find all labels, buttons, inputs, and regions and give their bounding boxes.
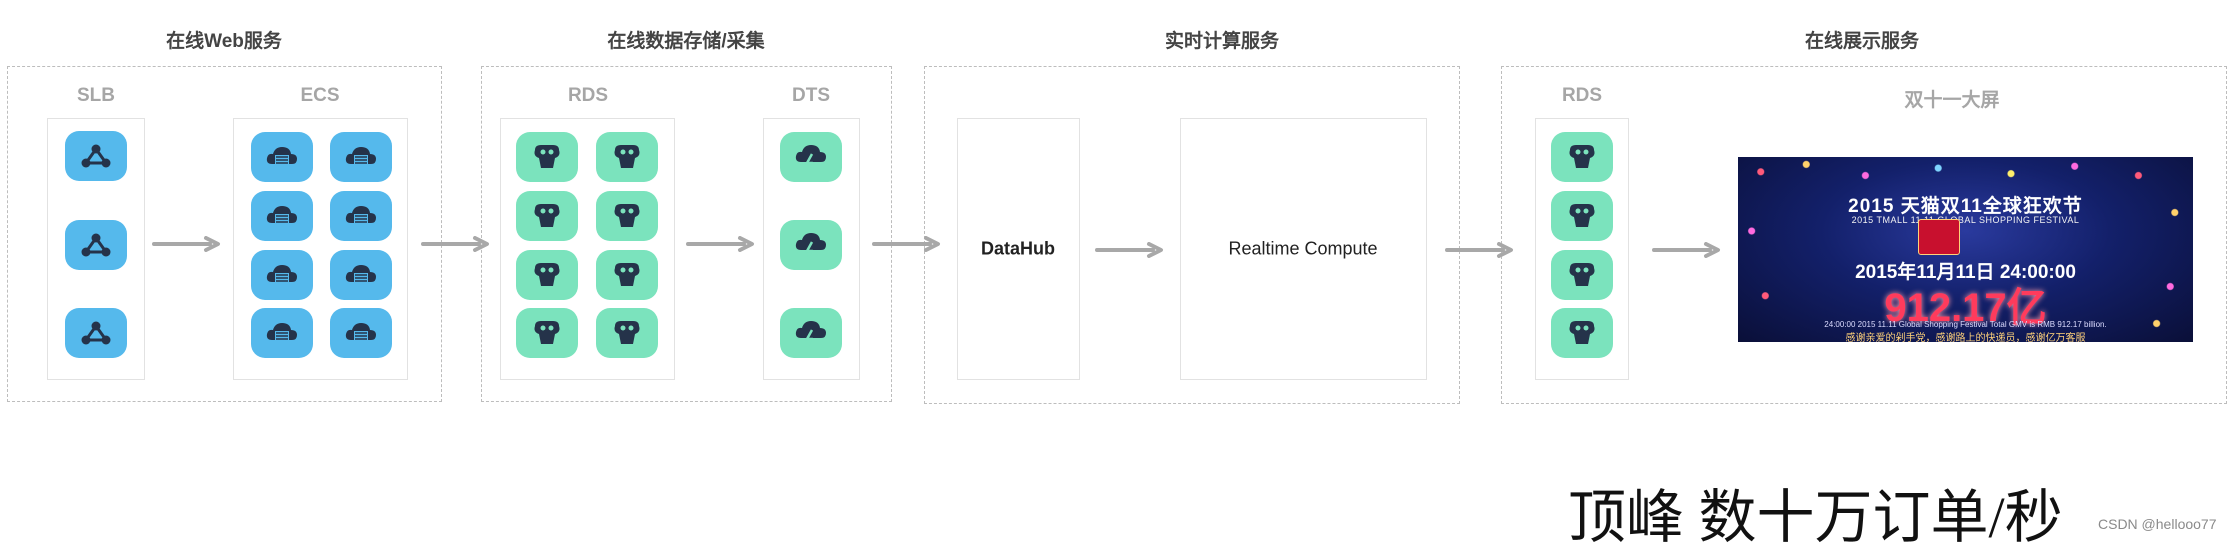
section-title-web: 在线Web服务 [166,31,282,52]
cloud-server-icon [330,308,392,358]
arrow-icon [686,236,756,252]
column-label-rds-storage: RDS [567,85,609,106]
load-balancer-icon [65,131,127,181]
column-label-slb: SLB [77,85,115,106]
section-title-storage: 在线数据存储/采集 [607,31,765,52]
cloud-server-icon [251,308,313,358]
database-icon [596,191,658,241]
arrow-icon [421,236,491,252]
arrow-icon [1652,242,1722,258]
load-balancer-icon [65,220,127,270]
database-icon [516,191,578,241]
database-icon [596,132,658,182]
cloud-server-icon [330,250,392,300]
cloud-server-icon [330,191,392,241]
load-balancer-icon [65,308,127,358]
arrow-icon [152,236,222,252]
screen-subtitle: 2015 TMALL 11.11 GLOBAL SHOPPING FESTIVA… [1851,215,2080,225]
screen-date: 2015年11月11日 24:00:00 [1855,262,2076,283]
realtime-compute-panel [1180,118,1427,380]
festival-logo-icon [1918,219,1960,255]
section-display [1501,66,2227,404]
database-icon [516,132,578,182]
section-web [7,66,442,402]
cloud-transfer-icon [780,220,842,270]
column-label-dts: DTS [792,85,830,106]
cloud-server-icon [251,250,313,300]
realtime-compute-label: Realtime Compute [1228,238,1378,259]
cloud-server-icon [251,132,313,182]
database-icon [1551,250,1613,300]
arrow-icon [872,236,942,252]
cloud-server-icon [251,191,313,241]
database-icon [596,250,658,300]
screen-gmv-line: 24:00:00 2015 11.11 Global Shopping Fest… [1824,320,2107,329]
screen-thanks-line: 感谢亲爱的剁手党，感谢路上的快递员，感谢亿万客服 [1845,333,2086,342]
arrow-icon [1445,242,1515,258]
watermark: CSDN @hellooo77 [2098,516,2217,532]
screen-amount: 912.17亿 [1884,286,2047,330]
caption: 顶峰 数十万订单/秒 [1568,485,2063,550]
database-icon [1551,308,1613,358]
cloud-transfer-icon [780,132,842,182]
column-label-big-screen: 双十一大屏 [1904,90,2000,111]
datahub-label: DataHub [980,238,1056,259]
database-icon [1551,191,1613,241]
stage-lights [1738,157,2193,342]
section-compute [924,66,1460,404]
section-title-compute: 实时计算服务 [1164,31,1280,52]
arrow-icon [1095,242,1165,258]
database-icon [516,308,578,358]
database-icon [596,308,658,358]
column-label-rds-display: RDS [1561,85,1603,106]
database-icon [516,250,578,300]
section-title-display: 在线展示服务 [1804,31,1920,52]
cloud-server-icon [330,132,392,182]
section-storage [481,66,892,402]
database-icon [1551,132,1613,182]
column-label-ecs: ECS [300,85,340,106]
big-screen-image: 2015 天猫双11全球狂欢节 2015 TMALL 11.11 GLOBAL … [1738,157,2193,342]
datahub-panel [957,118,1080,380]
screen-title: 2015 天猫双11全球狂欢节 [1848,196,2083,217]
cloud-transfer-icon [780,308,842,358]
